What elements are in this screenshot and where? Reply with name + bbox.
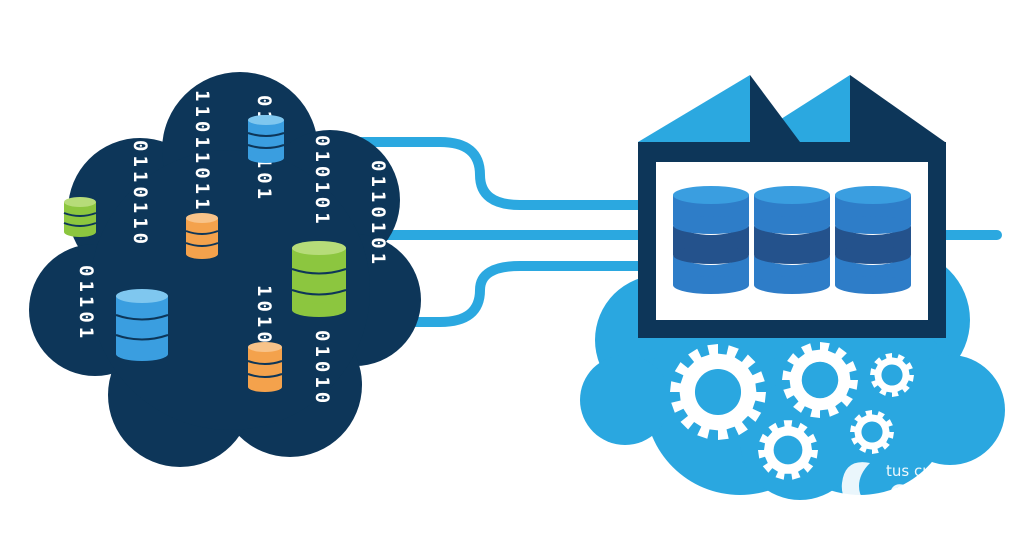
gear-icon-small-right	[870, 353, 914, 397]
binary-column-3: 110110111	[191, 90, 213, 229]
binary-column-7: 0110101	[367, 160, 389, 268]
gears	[670, 342, 914, 480]
database-icon-orange-bottom	[247, 342, 283, 392]
binary-cloud-icon: 01101 0110110 110110111 1010001 0110101 …	[29, 72, 421, 467]
gear-icon-large	[670, 344, 766, 440]
gear-icon-bottom	[758, 420, 818, 480]
binary-column-6: 010101	[311, 135, 333, 228]
watermark-text-bottom: Gratuitos	[890, 481, 990, 503]
warehouse-icon	[638, 75, 946, 338]
database-stack-icon-2	[753, 186, 831, 294]
watermark-text-top: tus cursos	[886, 462, 963, 480]
warehouse-databases	[672, 186, 912, 294]
database-icon-green-large	[291, 241, 347, 317]
database-icon-blue-large	[115, 289, 169, 361]
gear-icon-small-bottom	[850, 410, 894, 454]
warehouse-roof-left	[638, 75, 750, 142]
warehouse-roof-right-dark	[850, 75, 945, 142]
gear-icon-medium	[782, 342, 858, 418]
database-icon-blue-top	[247, 115, 285, 163]
binary-column-1: 01101	[75, 265, 97, 342]
binary-column-2: 0110110	[129, 140, 151, 248]
database-icon-green-small	[63, 197, 97, 237]
warehouse-roof-left-dark	[750, 75, 800, 142]
database-icon-orange-top	[185, 213, 219, 259]
database-stack-icon-3	[834, 186, 912, 294]
binary-column-6b: 01010	[311, 330, 333, 407]
chat-bubble-logo	[841, 462, 899, 521]
pipe-bottom	[340, 261, 655, 327]
watermark: tus cursos Gratuitos	[841, 462, 990, 521]
pipe-top	[340, 137, 655, 210]
database-stack-icon-1	[672, 186, 750, 294]
